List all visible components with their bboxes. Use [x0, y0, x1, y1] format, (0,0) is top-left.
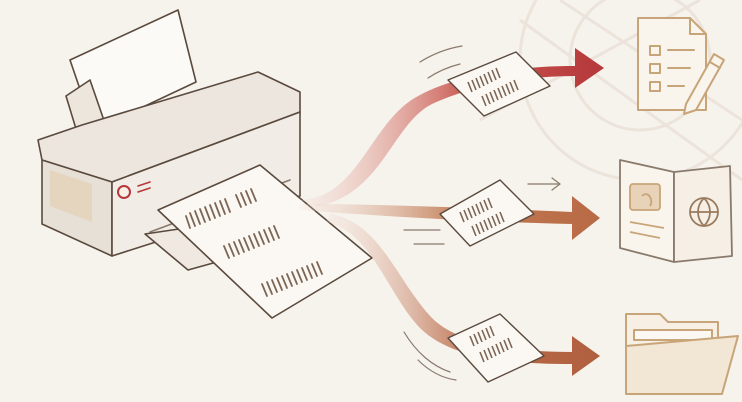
- sheet-middle: [440, 180, 534, 246]
- printer-icon: [38, 10, 372, 318]
- sheet-top: [448, 52, 550, 116]
- sheet-bottom: [448, 314, 544, 382]
- folder-icon: [626, 314, 738, 394]
- power-button: [118, 186, 130, 198]
- passport-icon: [620, 160, 732, 262]
